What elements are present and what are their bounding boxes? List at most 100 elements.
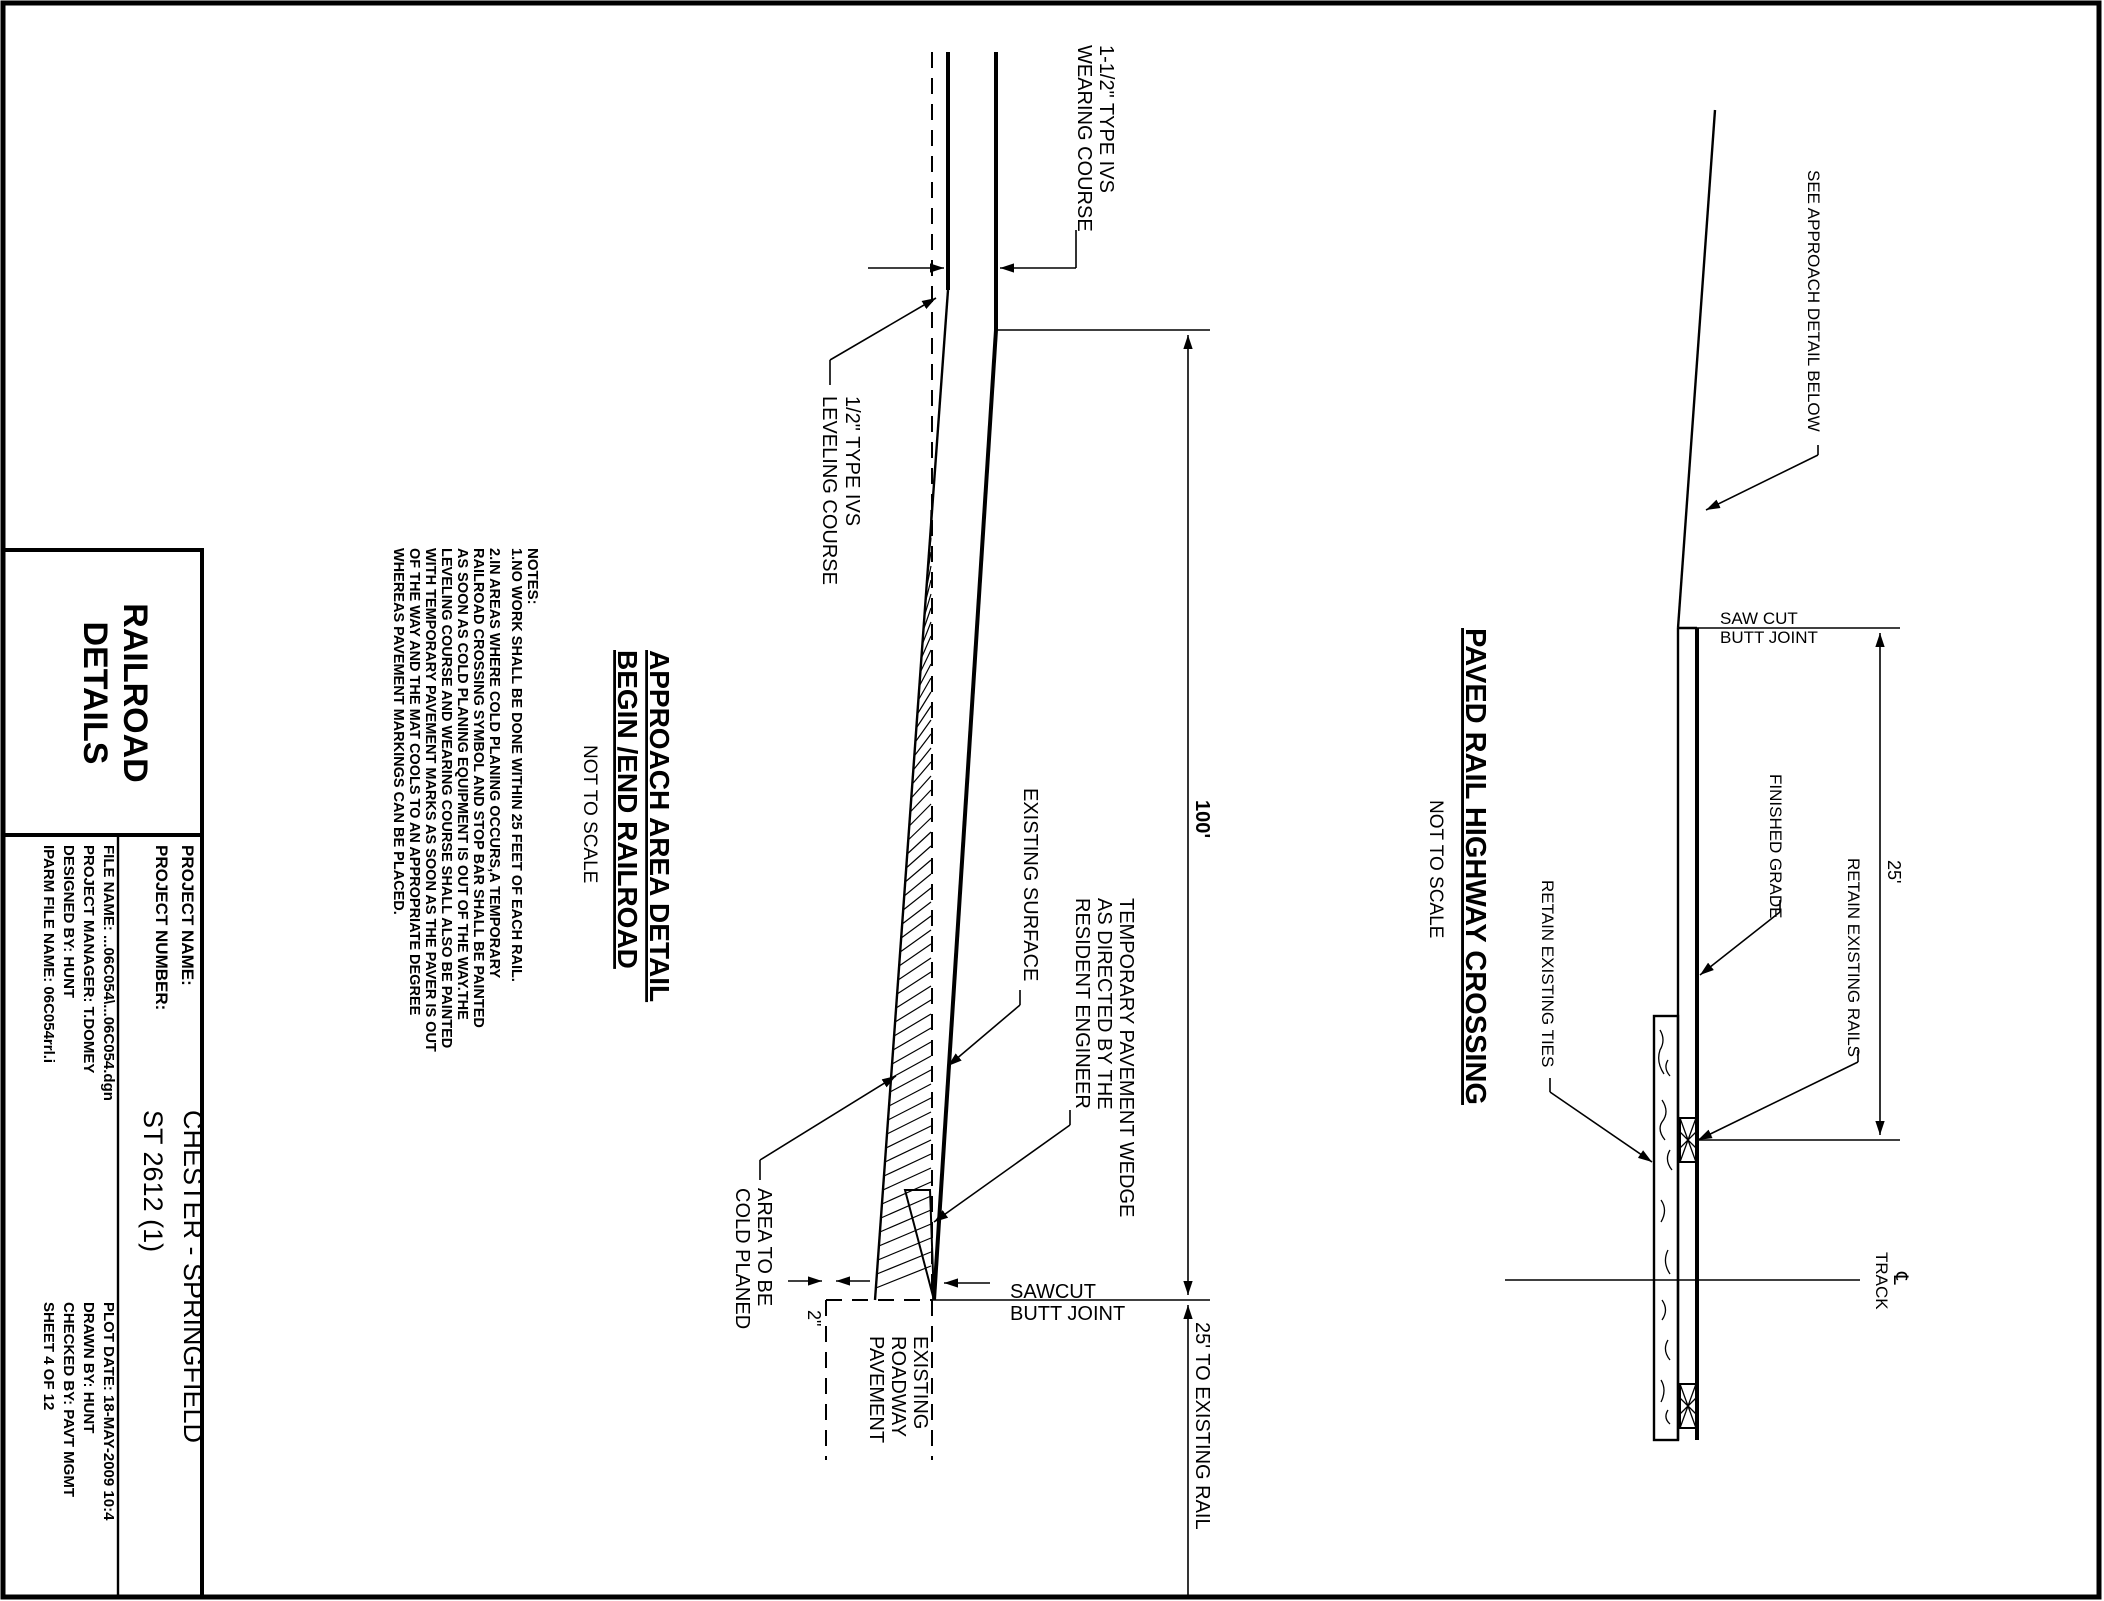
sawcut-label-2: BUTT JOINT xyxy=(1010,1303,1125,1325)
crossing-scale: NOT TO SCALE xyxy=(1425,800,1446,938)
hatch-line xyxy=(901,901,932,925)
track-label: TRACK xyxy=(1872,1252,1891,1310)
hatch-line xyxy=(909,789,932,813)
leveling-course-sloped xyxy=(873,289,950,1301)
sawcut-label-1: SAWCUT xyxy=(1010,1281,1096,1303)
temp-wedge-label-2: AS DIRECTED BY THE xyxy=(1093,898,1115,1110)
hatch-line xyxy=(891,1041,932,1065)
drawn-by: DRAWN BY: HUNT xyxy=(80,1302,97,1433)
wearing-course-top-sloped xyxy=(932,329,998,1301)
retain-rails-label: RETAIN EXISTING RAILS xyxy=(1844,858,1863,1057)
existing-pavement-label-1: EXISTING xyxy=(909,1336,931,1429)
temp-wedge-label-3: RESIDENT ENGINEER xyxy=(1071,898,1093,1109)
hatch-line xyxy=(903,873,932,897)
hatch-line xyxy=(883,1153,932,1177)
hatch-line xyxy=(915,705,932,729)
designed-by: DESIGNED BY: HUNT xyxy=(60,845,77,998)
approach-detail: APPROACH AREA DETAIL BEGIN /END RAILROAD… xyxy=(579,45,1213,1595)
note-line: 2.IN AREAS WHERE COLD PLANING OCCURS,A T… xyxy=(486,548,502,979)
sheet-title-line2: DETAILS xyxy=(76,622,114,765)
title-block: RAILROAD DETAILS PROJECT NAME: CHESTER -… xyxy=(1,548,208,1599)
hatch-line xyxy=(889,1069,932,1093)
hatch-line xyxy=(886,1111,932,1135)
note-line: 1.NO WORK SHALL BE DONE WITHIN 25 FEET O… xyxy=(508,548,524,982)
hatch-line xyxy=(882,1167,932,1191)
checked-by: CHECKED BY: PAVT MGMT xyxy=(60,1302,77,1497)
sheet-number: SHEET 4 OF 12 xyxy=(40,1302,57,1410)
project-name-value: CHESTER - SPRINGFIELD xyxy=(178,1110,208,1443)
hatch-line xyxy=(906,831,932,855)
hatch-line xyxy=(912,747,932,771)
hatch-line xyxy=(888,1083,932,1107)
existing-pavement-label-2: ROADWAY xyxy=(887,1336,909,1437)
crossing-detail: PAVED RAIL HIGHWAY CROSSING NOT TO SCALE… xyxy=(1425,109,1911,1442)
hatch-line xyxy=(920,635,932,659)
ties-block xyxy=(1652,1014,1680,1442)
finished-grade-label: FINISHED GRADE xyxy=(1766,774,1785,919)
ties-texture xyxy=(1658,1029,1673,1425)
saw-cut-label-1: SAW CUT xyxy=(1720,609,1798,628)
hatch-line xyxy=(916,691,932,715)
crossing-title: PAVED RAIL HIGHWAY CROSSING xyxy=(1459,628,1491,1105)
cold-planed-hatch xyxy=(875,320,938,1300)
approach-scale: NOT TO SCALE xyxy=(579,745,600,883)
hatch-line xyxy=(898,943,932,967)
centerline-symbol: ℄ xyxy=(1889,1271,1911,1285)
depth-label: 2" xyxy=(804,1310,824,1326)
temp-wedge-label-1: TEMPORARY PAVEMENT WEDGE xyxy=(1115,898,1137,1217)
note-line: WHEREAS PAVEMENT MARKINGS CAN BE PLACED. xyxy=(390,548,406,915)
hatch-line xyxy=(910,775,932,799)
hatch-line xyxy=(880,1195,932,1219)
hatch-line xyxy=(895,985,932,1009)
note-line: LEVELING COURSE AND WEARING COURSE SHALL… xyxy=(438,548,454,1048)
hatch-line xyxy=(875,1265,932,1289)
hatch-line xyxy=(884,1139,932,1163)
sheet-title-line1: RAILROAD xyxy=(116,603,154,782)
leveling-course-label-2: LEVELING COURSE xyxy=(818,396,840,585)
file-name: FILE NAME: ...06C054\...06C054.dgn xyxy=(100,845,117,1101)
hatch-line xyxy=(914,719,932,743)
existing-pavement-label-3: PAVEMENT xyxy=(865,1336,887,1443)
cold-planed-label-1: AREA TO BE xyxy=(753,1188,775,1306)
project-name-label: PROJECT NAME: xyxy=(178,845,197,986)
hatch-line xyxy=(900,915,932,939)
hatch-line xyxy=(899,929,932,953)
note-line: WITH TEMPORARY PAVEMENT MARKS AS SOON AS… xyxy=(422,548,438,1052)
notes-block: NOTES: 1.NO WORK SHALL BE DONE WITHIN 25… xyxy=(390,548,541,1052)
plot-date: PLOT DATE: 18-MAY-2009 10:4 xyxy=(100,1302,117,1521)
hatch-line xyxy=(877,1237,932,1261)
hatch-line xyxy=(917,677,932,701)
hatch-line xyxy=(918,663,932,687)
hatch-line xyxy=(913,733,932,757)
hatch-line xyxy=(907,817,932,841)
hatch-line xyxy=(892,1027,932,1051)
note-line: OF THE WAY AND THE MAT COOLS TO AN APPRO… xyxy=(406,548,422,1016)
notes-heading: NOTES: xyxy=(524,548,541,605)
hatch-line xyxy=(878,1223,932,1247)
project-manager: PROJECT MANAGER: T.DOMEY xyxy=(80,845,97,1073)
approach-title-line2: BEGIN /END RAILROAD xyxy=(612,650,643,969)
existing-surface-label: EXISTING SURFACE xyxy=(1019,788,1041,981)
hatch-line xyxy=(911,761,932,785)
hatch-line xyxy=(905,845,932,869)
dim-to-rail-label: 25' TO EXISTING RAIL xyxy=(1191,1322,1213,1530)
hatch-line xyxy=(902,887,932,911)
see-approach-label: SEE APPROACH DETAIL BELOW xyxy=(1804,170,1823,432)
retain-ties-label: RETAIN EXISTING TIES xyxy=(1538,880,1557,1067)
hatch-line xyxy=(887,1097,932,1121)
hatch-line xyxy=(879,1209,932,1233)
temp-wedge xyxy=(903,1189,935,1301)
hatch-line xyxy=(896,971,932,995)
hatch-line xyxy=(908,803,932,827)
dim-25-label: 25' xyxy=(1884,860,1904,883)
leveling-course-label-1: 1/2" TYPE IVS xyxy=(841,396,863,526)
wearing-course-label-1: 1-1/2" TYPE IVS xyxy=(1095,45,1117,193)
note-line: AS SOON AS COLD PLANING EQUIPMENT IS OUT… xyxy=(454,548,470,1020)
hatch-line xyxy=(919,649,932,673)
project-number-value: ST 2612 (1) xyxy=(138,1110,168,1252)
saw-cut-label-2: BUTT JOINT xyxy=(1720,628,1818,647)
approach-slope xyxy=(1676,109,1717,629)
hatch-line xyxy=(893,1013,932,1037)
hatch-line xyxy=(894,999,932,1023)
